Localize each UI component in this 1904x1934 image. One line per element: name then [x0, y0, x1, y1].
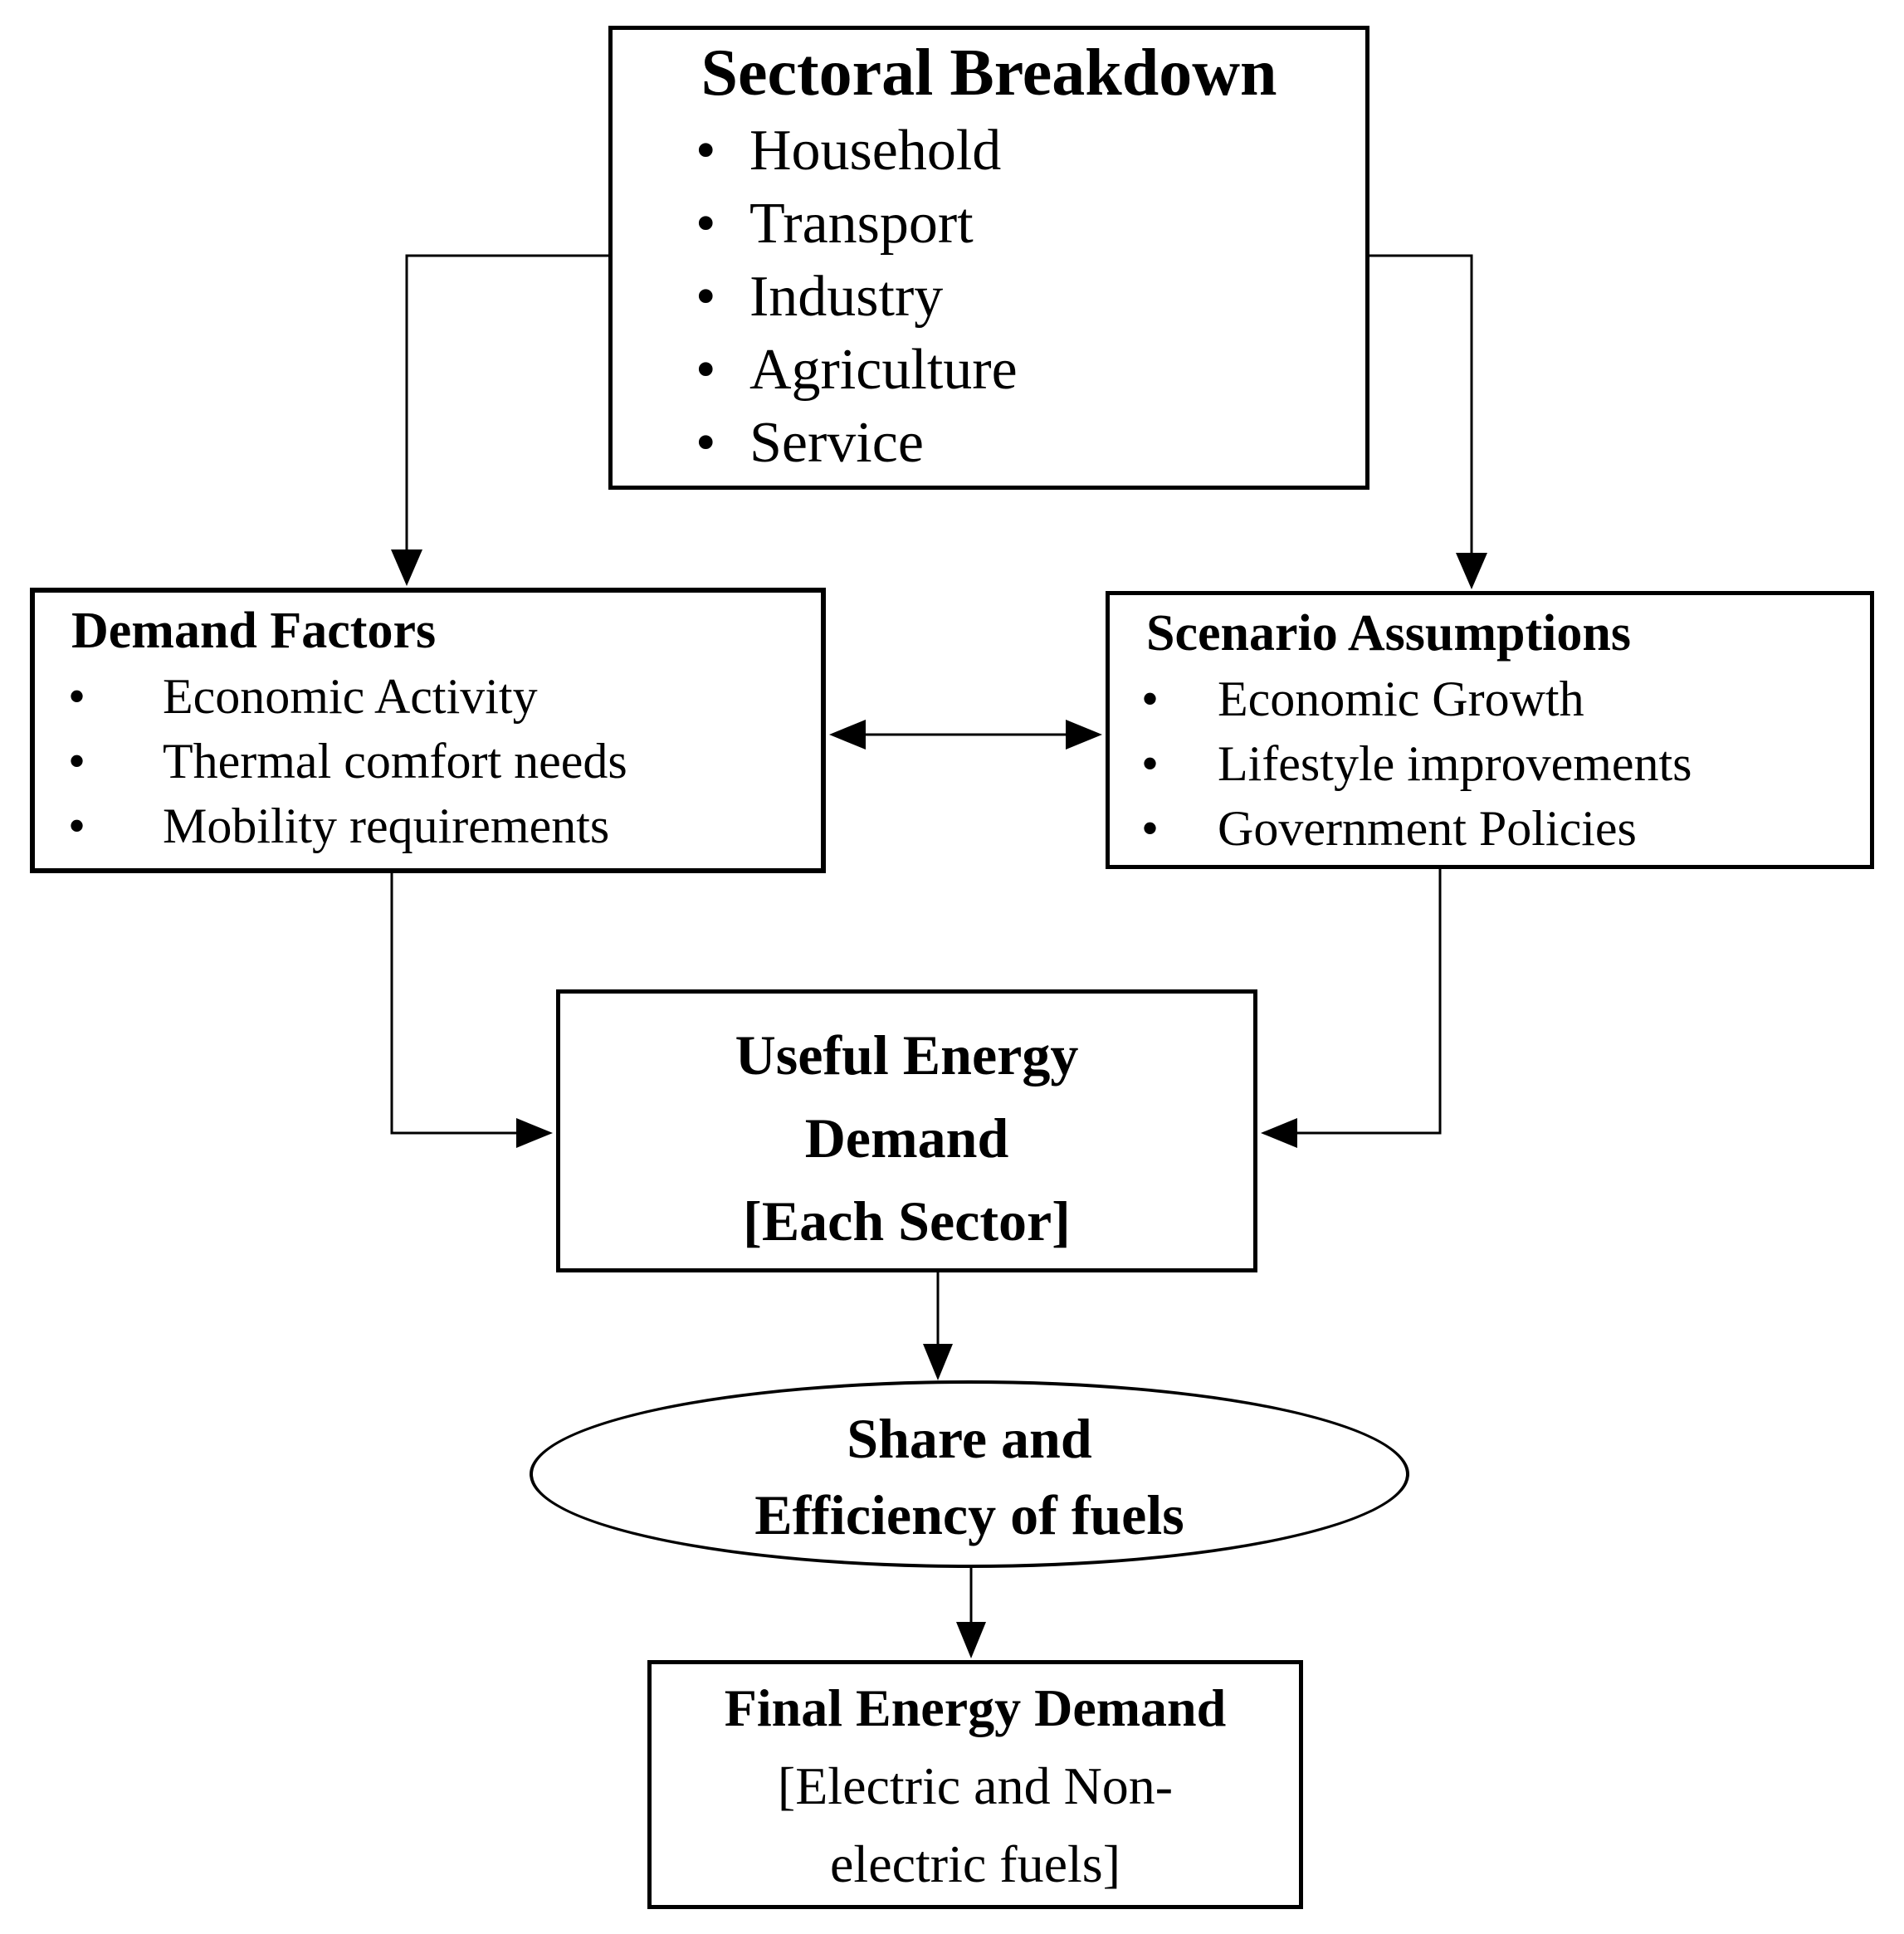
scenario-assumptions-title: Scenario Assumptions	[1146, 605, 1631, 662]
list-item: Agriculture	[613, 334, 1365, 407]
sectoral-breakdown-list: Household Transport Industry Agriculture…	[613, 115, 1365, 480]
arrowhead-down-into-demand-factors	[391, 549, 422, 586]
arrowhead-down-into-share-ellipse	[923, 1344, 953, 1380]
useful-energy-line: [Each Sector]	[743, 1189, 1071, 1253]
connector-sectoral-to-scenario-assumptions	[1369, 254, 1473, 553]
share-efficiency-line: Share and	[847, 1407, 1092, 1470]
list-item: Service	[613, 407, 1365, 480]
useful-energy-line: Demand	[804, 1106, 1009, 1170]
list-item: Lifestyle improvements	[1110, 731, 1870, 796]
arrowhead-right-into-scenario-assumptions	[1066, 720, 1102, 750]
arrowhead-left-into-useful-energy	[1261, 1118, 1297, 1148]
connector-scenario-to-useful	[1296, 869, 1442, 1135]
final-energy-title: Final Energy Demand	[724, 1678, 1227, 1737]
final-energy-line: electric fuels]	[830, 1834, 1120, 1893]
list-item: Economic Activity	[35, 664, 821, 729]
scenario-assumptions-list: Economic Growth Lifestyle improvements G…	[1110, 667, 1870, 861]
list-item: Government Policies	[1110, 796, 1870, 861]
demand-factors-list: Economic Activity Thermal comfort needs …	[35, 664, 821, 858]
final-energy-line: [Electric and Non-	[777, 1756, 1174, 1815]
final-energy-demand-box: Final Energy Demand [Electric and Non- e…	[647, 1660, 1303, 1909]
demand-factors-box: Demand Factors Economic Activity Thermal…	[30, 588, 826, 873]
connector-demand-factors-to-useful	[390, 873, 518, 1135]
sectoral-breakdown-title: Sectoral Breakdown	[701, 37, 1277, 110]
arrowhead-down-into-scenario-assumptions	[1456, 553, 1487, 589]
arrowhead-down-into-final-energy	[956, 1622, 986, 1658]
share-efficiency-line: Efficiency of fuels	[754, 1483, 1184, 1546]
connector-sectoral-to-demand-factors	[405, 254, 608, 549]
list-item: Mobility requirements	[35, 794, 821, 858]
list-item: Economic Growth	[1110, 667, 1870, 731]
useful-energy-demand-box: Useful Energy Demand [Each Sector]	[556, 989, 1257, 1272]
useful-energy-line: Useful Energy	[735, 1023, 1079, 1087]
scenario-assumptions-box: Scenario Assumptions Economic Growth Lif…	[1106, 591, 1874, 869]
list-item: Industry	[613, 261, 1365, 334]
sectoral-breakdown-box: Sectoral Breakdown Household Transport I…	[608, 26, 1369, 490]
demand-factors-title: Demand Factors	[71, 603, 437, 659]
arrowhead-left-into-demand-factors	[829, 720, 866, 750]
list-item: Transport	[613, 188, 1365, 261]
share-efficiency-ellipse: Share and Efficiency of fuels	[530, 1380, 1409, 1568]
list-item: Household	[613, 115, 1365, 188]
arrowhead-right-into-useful-energy	[516, 1118, 553, 1148]
list-item: Thermal comfort needs	[35, 729, 821, 794]
